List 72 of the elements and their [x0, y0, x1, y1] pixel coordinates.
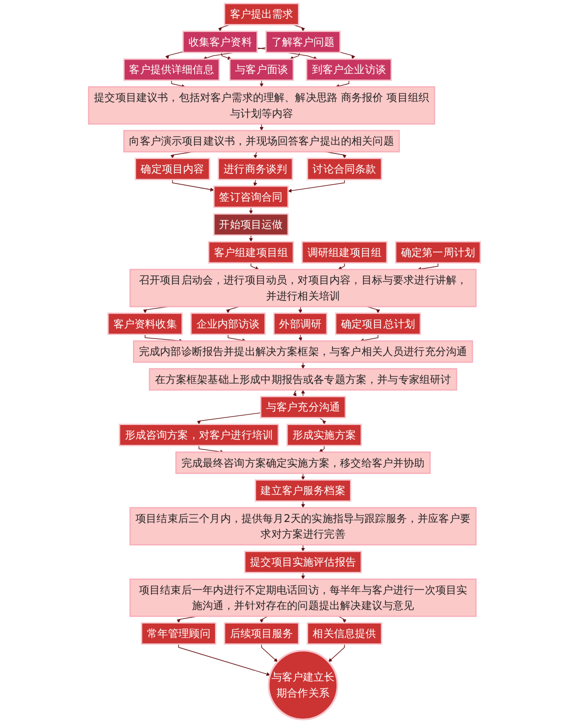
arrow — [171, 80, 186, 88]
node-box: 常年管理顾问 — [140, 622, 216, 645]
arrow — [178, 644, 270, 676]
node-box: 确定项目总计划 — [335, 312, 422, 336]
arrow — [260, 124, 264, 131]
node-box: 与客户充分沟通 — [260, 396, 346, 418]
node-box: 讨论合同条款 — [306, 158, 382, 180]
arrow — [318, 445, 325, 452]
arrow — [301, 473, 305, 480]
node-box: 在方案框架基础上形成中期报告或各专题方案，并与专家组研讨 — [148, 368, 458, 391]
node-box: 提交项目实施评估报告 — [244, 550, 362, 574]
arrow — [253, 151, 258, 159]
node-box: 后续项目服务 — [224, 622, 300, 645]
node-box: 提交项目建议书，包括对客户需求的理解、解决思路 商务报价 项目组织与计划等内容 — [88, 86, 436, 125]
arrow — [301, 544, 305, 552]
arrow — [254, 179, 258, 186]
arrow — [301, 390, 305, 397]
node-circle: 与客户建立长期合作关系 — [268, 650, 338, 720]
arrow — [261, 644, 278, 662]
arrow — [196, 412, 261, 425]
arrow — [417, 262, 438, 271]
node-box: 完成最终咨询方案确定实施方案，移交给客户并协助 — [175, 451, 431, 474]
arrow — [340, 52, 356, 60]
arrow — [298, 306, 302, 314]
arrow — [318, 417, 326, 425]
node-box: 客户提出需求 — [224, 2, 300, 26]
arrow — [249, 207, 253, 214]
node-box: 建立客户服务档案 — [254, 479, 352, 502]
node-box: 客户组建项目组 — [208, 241, 294, 264]
arrow — [172, 179, 214, 192]
arrow — [301, 362, 305, 369]
node-box: 形成实施方案 — [286, 424, 362, 446]
arrow — [165, 51, 184, 60]
node-box: 了解客户问题 — [265, 30, 341, 54]
node-box: 客户资料收集 — [107, 312, 183, 336]
node-box: 向客户演示项目建议书，并现场回答客户提出的相关问题 — [123, 130, 400, 152]
arrow — [260, 80, 264, 88]
node-box: 外部调研 — [273, 312, 328, 336]
arrow — [228, 334, 246, 342]
node-box: 相关信息提供 — [306, 622, 382, 645]
arrow — [288, 179, 345, 193]
arrow — [292, 390, 297, 397]
arrow — [301, 500, 305, 508]
arrow — [328, 644, 345, 662]
arrow — [301, 572, 305, 580]
arrow — [249, 234, 253, 242]
node-box: 签订咨询合同 — [213, 186, 289, 208]
arrow — [260, 616, 268, 624]
arrow — [290, 52, 300, 60]
node-box: 与客户面谈 — [229, 58, 294, 81]
node-box: 项目结束后一年内进行不定期电话回访，每半年与客户进行一次项目实施沟通，并针对存在的问题提出解决建议与意见 — [129, 578, 477, 617]
arrow — [298, 334, 302, 342]
node-box: 确定第一周计划 — [395, 241, 482, 264]
node-box: 进行商务谈判 — [218, 158, 294, 180]
node-box: 收集客户资料 — [182, 30, 258, 54]
arrow — [338, 616, 346, 624]
node-box: 完成内部诊断报告并提出解决方案框架，与客户相关人员进行充分沟通 — [132, 340, 474, 363]
node-box: 调研组建项目组 — [301, 241, 388, 264]
node-box: 客户提供详细信息 — [123, 58, 220, 81]
node-box: 召开项目启动会，进行项目动员，对项目内容，目标与要求进行讲解，并进行相关培训 — [129, 268, 477, 308]
arrow — [360, 334, 378, 342]
arrow — [221, 52, 232, 60]
node-box: 项目结束后三个月内，提供每月2天的实施指导与跟踪服务，并应客户要求对方案进行完善 — [129, 507, 477, 546]
node-box: 确定项目内容 — [134, 158, 210, 180]
arrow — [250, 262, 260, 270]
node-box: 形成咨询方案，对客户进行培训 — [118, 424, 279, 446]
node-box: 企业内部访谈 — [190, 312, 266, 336]
arrow — [338, 262, 345, 270]
node-box: 到客户企业访谈 — [306, 58, 392, 81]
node-box: 开始项目运做 — [213, 213, 289, 236]
arrow — [198, 445, 224, 454]
arrow — [336, 80, 350, 88]
